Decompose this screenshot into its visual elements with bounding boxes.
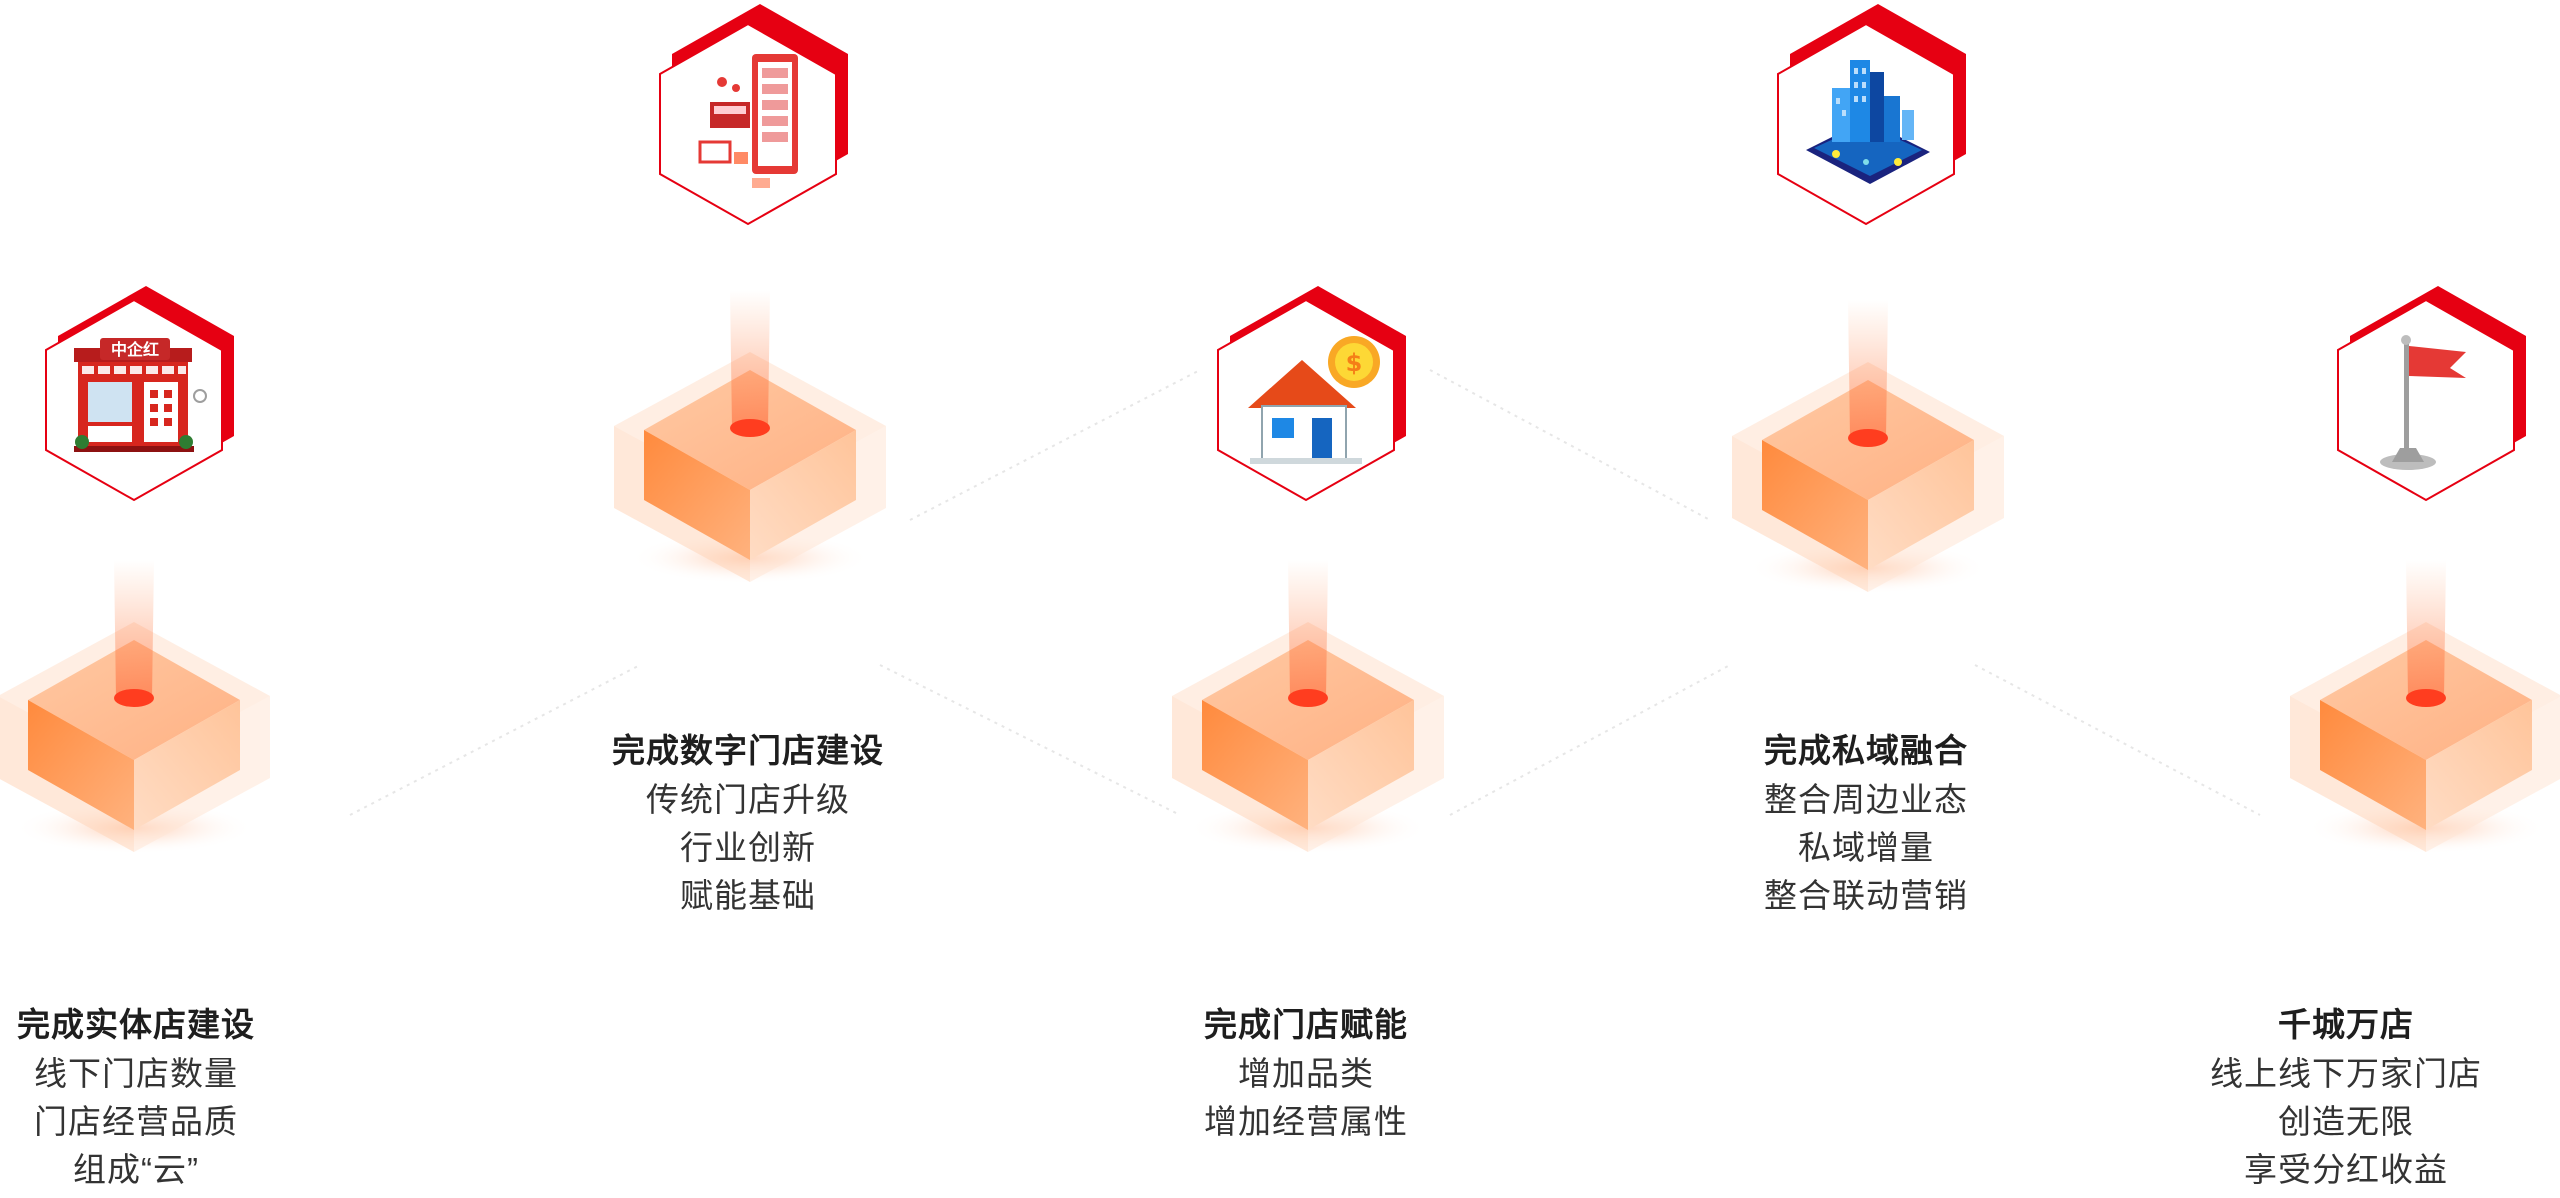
stage-desc-line: 增加品类 [1238,1055,1374,1092]
stage-desc-line: 私域增量 [1798,829,1934,866]
smart-city-icon [1806,60,1930,184]
stage-2-cube [610,290,890,590]
connector-line [909,369,1201,521]
stage-desc-line: 增加经营属性 [1204,1103,1408,1140]
house-coin-icon: $ [1248,336,1380,464]
stage-3-caption: 完成门店赋能 增加品类 增加经营属性 [1096,1000,1516,1146]
connector-line [1974,664,2261,816]
stage-4-badge [1766,2,1966,234]
stage-1-caption: 完成实体店建设 线下门店数量 门店经营品质 组成“云” [0,1000,346,1194]
connector-line [1429,369,1711,521]
digital-mall-icon [698,54,798,188]
stage-desc-line: 整合周边业态 [1764,781,1968,818]
stage-desc-line: 行业创新 [680,829,816,866]
stage-desc-line: 整合联动营销 [1764,877,1968,914]
stage-5-caption: 千城万店 线上线下万家门店 创造无限 享受分红收益 [2136,1000,2556,1194]
connector-line [349,664,641,816]
stage-4-caption: 完成私域融合 整合周边业态 私域增量 整合联动营销 [1656,726,2076,920]
stage-title: 完成数字门店建设 [612,732,884,769]
stage-desc-line: 线下门店数量 [34,1055,238,1092]
stage-2-caption: 完成数字门店建设 传统门店升级 行业创新 赋能基础 [538,726,958,920]
stage-title: 完成私域融合 [1764,732,1968,769]
store-sign: 中企红 [111,340,159,359]
stage-5-cube [2286,560,2560,860]
stage-desc-line: 门店经营品质 [34,1103,238,1140]
stage-5-badge [2326,278,2526,510]
stage-desc-line: 线上线下万家门店 [2210,1055,2482,1092]
stage-title: 完成实体店建设 [17,1006,255,1043]
svg-text:$: $ [1346,349,1363,377]
red-flag-icon [2380,335,2466,470]
connector-line [1449,664,1731,816]
stage-1-cube [0,560,274,860]
stage-2-badge [648,2,848,234]
stage-3-badge: $ [1206,278,1406,510]
stage-4-cube [1728,300,2008,600]
stage-desc-line: 传统门店升级 [646,781,850,818]
stage-3-cube [1168,560,1448,860]
stage-desc-line: 组成“云” [73,1151,199,1188]
storefront-icon: 中企红 [74,338,207,452]
stage-desc-line: 创造无限 [2278,1103,2414,1140]
stage-title: 千城万店 [2278,1006,2414,1043]
stage-1-badge: 中企红 [34,278,234,510]
stage-desc-line: 赋能基础 [680,877,816,914]
stage-title: 完成门店赋能 [1204,1006,1408,1043]
stage-desc-line: 享受分红收益 [2244,1151,2448,1188]
